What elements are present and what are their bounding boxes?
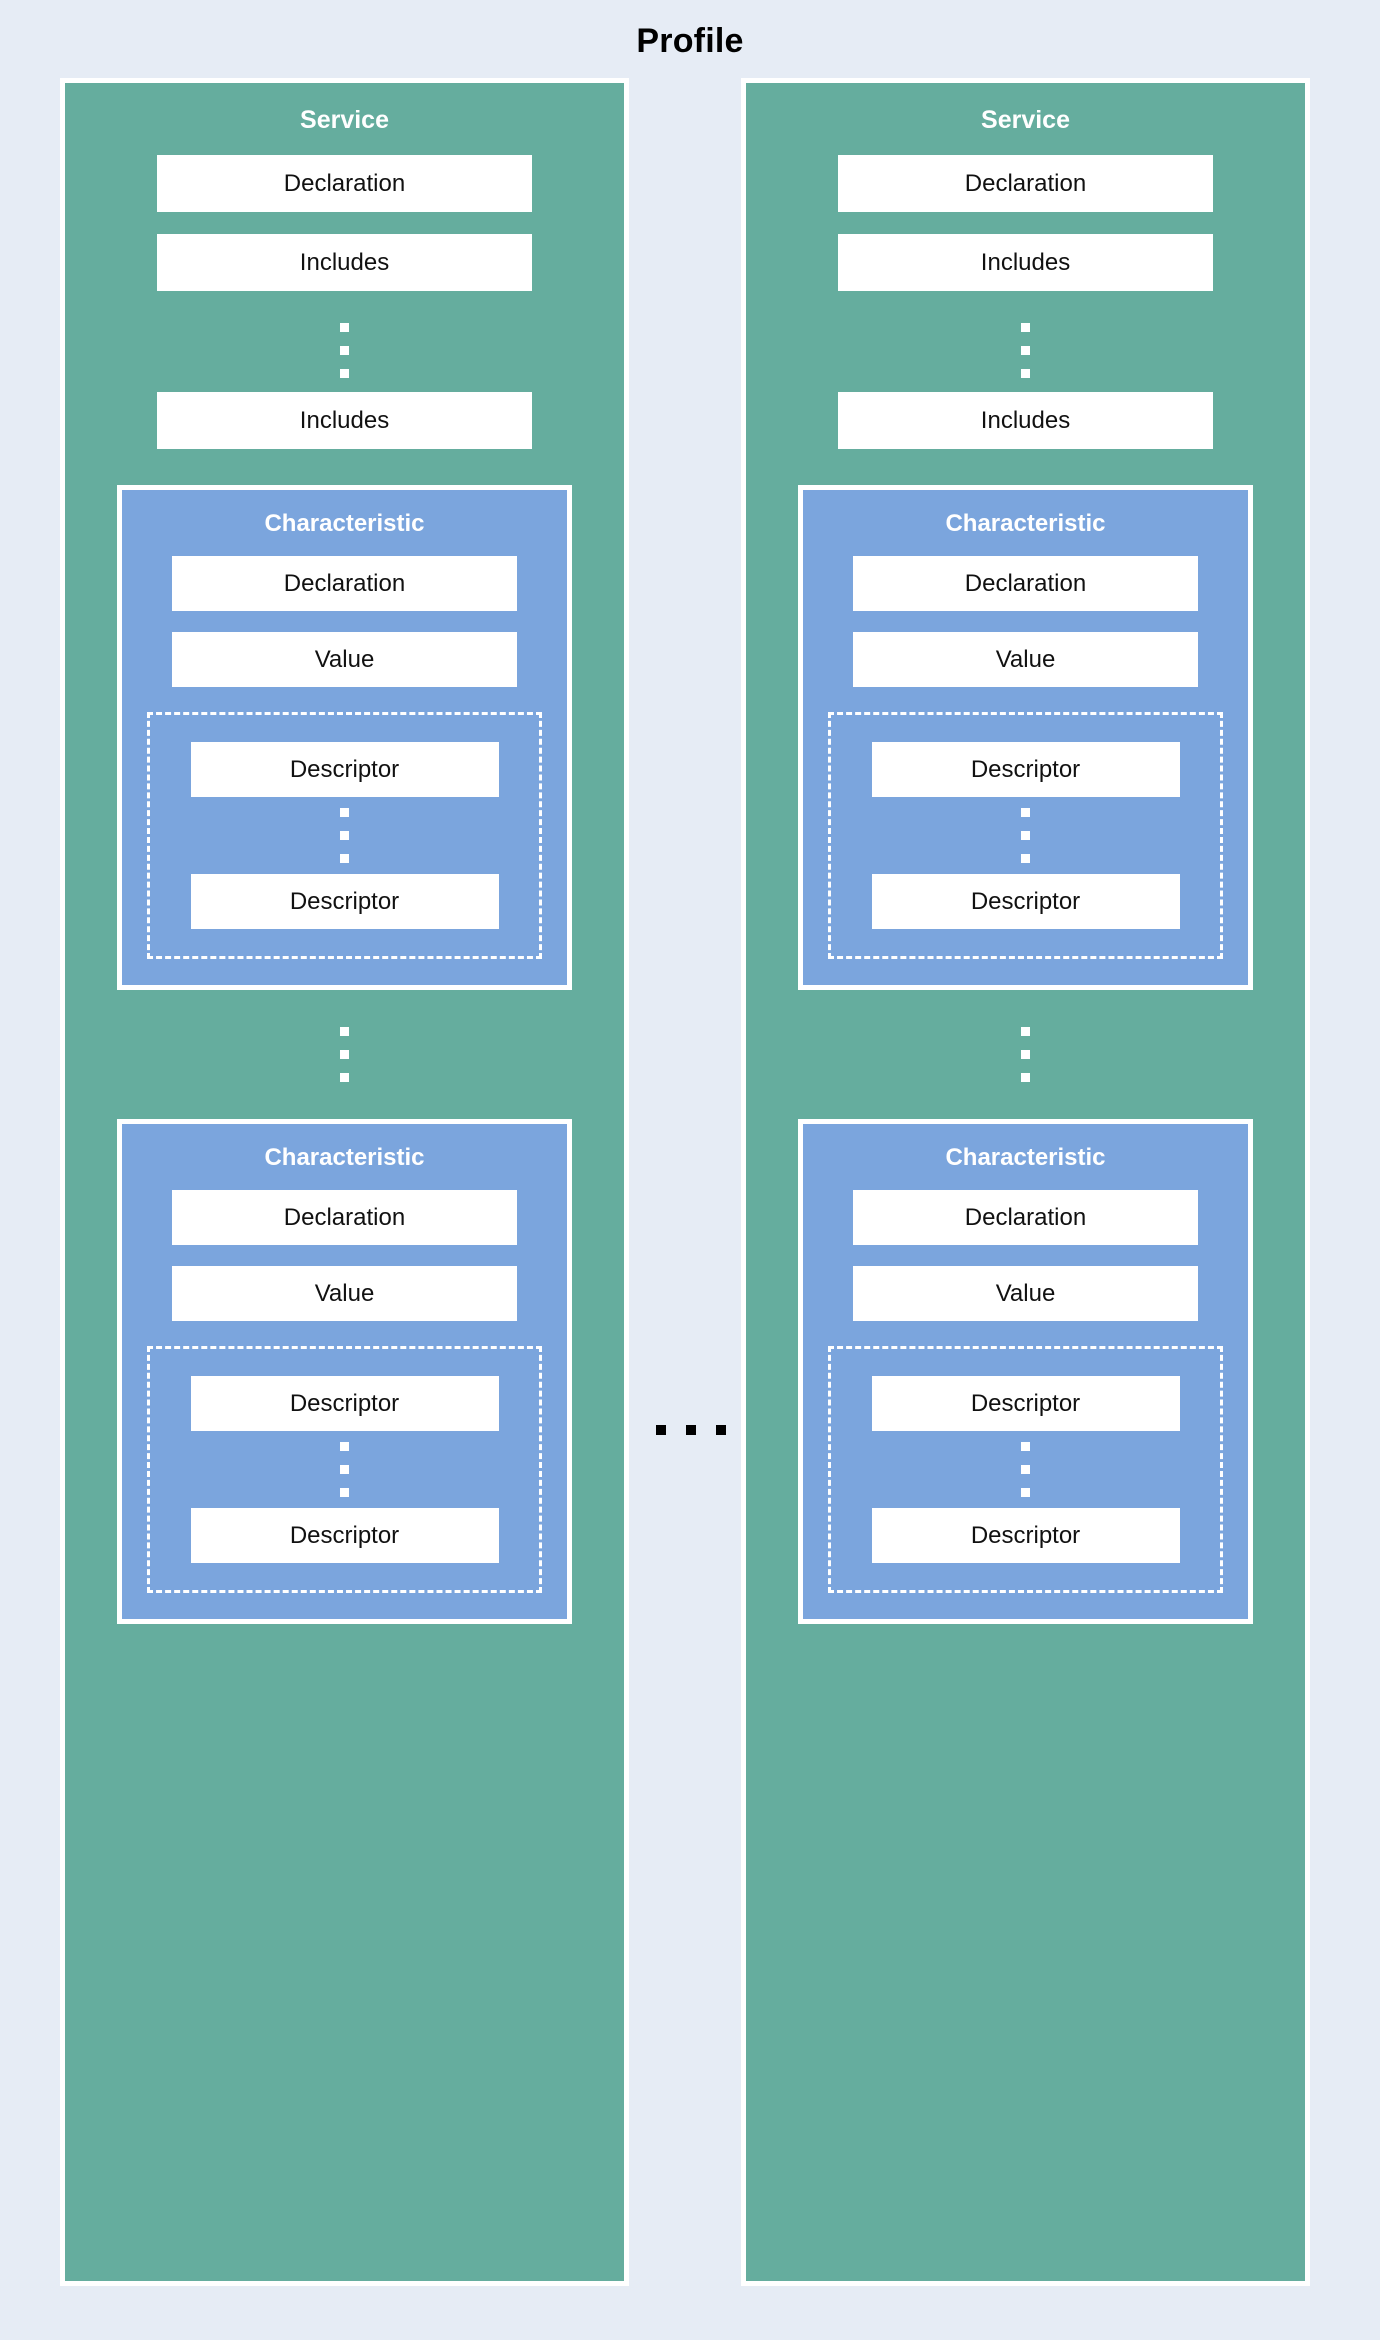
service-includes-box: Includes (838, 234, 1213, 291)
ellipsis-dot (340, 346, 349, 355)
ellipsis-dot (1021, 831, 1030, 840)
service-title: Service (981, 106, 1070, 134)
vertical-ellipsis-icon (340, 1020, 349, 1089)
vertical-ellipsis-icon (1021, 316, 1030, 385)
service-block: Service Declaration Includes Includes Ch… (60, 78, 629, 2286)
characteristic-block: Characteristic Declaration Value Descrip… (798, 1119, 1253, 1624)
page-title: Profile (636, 22, 744, 60)
characteristic-value-box: Value (853, 632, 1198, 687)
ellipsis-dot (340, 323, 349, 332)
characteristic-declaration-box: Declaration (853, 556, 1198, 611)
descriptor-group: Descriptor Descriptor (147, 712, 542, 959)
characteristic-declaration-box: Declaration (172, 1190, 517, 1245)
ellipsis-dot (340, 831, 349, 840)
descriptor-box: Descriptor (190, 742, 499, 797)
ellipsis-dot (340, 808, 349, 817)
vertical-ellipsis-icon (340, 316, 349, 385)
descriptor-box: Descriptor (871, 1508, 1180, 1563)
service-block: Service Declaration Includes Includes Ch… (741, 78, 1310, 2286)
ellipsis-dot (1021, 1442, 1030, 1451)
characteristic-value-box: Value (172, 632, 517, 687)
characteristic-block: Characteristic Declaration Value Descrip… (117, 1119, 572, 1624)
ellipsis-dot (340, 369, 349, 378)
service-declaration-box: Declaration (157, 155, 532, 212)
descriptor-group: Descriptor Descriptor (828, 1346, 1223, 1593)
ellipsis-dot (656, 1425, 666, 1435)
characteristic-declaration-box: Declaration (853, 1190, 1198, 1245)
ellipsis-dot (1021, 369, 1030, 378)
descriptor-box: Descriptor (190, 1508, 499, 1563)
ellipsis-dot (340, 1050, 349, 1059)
vertical-ellipsis-icon (1021, 1435, 1030, 1504)
vertical-ellipsis-icon (340, 801, 349, 870)
descriptor-box: Descriptor (190, 874, 499, 929)
ellipsis-dot (1021, 1488, 1030, 1497)
characteristic-title: Characteristic (945, 510, 1106, 537)
characteristic-value-box: Value (853, 1266, 1198, 1321)
ellipsis-dot (1021, 1050, 1030, 1059)
ellipsis-dot (686, 1425, 696, 1435)
service-columns: Service Declaration Includes Includes Ch… (0, 78, 1380, 2286)
ellipsis-dot (1021, 854, 1030, 863)
ellipsis-dot (340, 1073, 349, 1082)
ellipsis-dot (1021, 1073, 1030, 1082)
characteristic-value-box: Value (172, 1266, 517, 1321)
characteristic-block: Characteristic Declaration Value Descrip… (117, 485, 572, 990)
characteristic-title: Characteristic (945, 1144, 1106, 1171)
service-includes-box: Includes (838, 392, 1213, 449)
characteristic-title: Characteristic (264, 510, 425, 537)
ellipsis-dot (1021, 346, 1030, 355)
descriptor-box: Descriptor (871, 742, 1180, 797)
ellipsis-dot (340, 854, 349, 863)
ellipsis-dot (1021, 323, 1030, 332)
ellipsis-dot (340, 1488, 349, 1497)
characteristic-declaration-box: Declaration (172, 556, 517, 611)
service-title: Service (300, 106, 389, 134)
service-includes-box: Includes (157, 234, 532, 291)
service-declaration-box: Declaration (838, 155, 1213, 212)
descriptor-box: Descriptor (871, 874, 1180, 929)
descriptor-box: Descriptor (190, 1376, 499, 1431)
ellipsis-dot (1021, 1465, 1030, 1474)
vertical-ellipsis-icon (340, 1435, 349, 1504)
vertical-ellipsis-icon (1021, 801, 1030, 870)
ellipsis-dot (340, 1465, 349, 1474)
descriptor-group: Descriptor Descriptor (828, 712, 1223, 959)
service-includes-box: Includes (157, 392, 532, 449)
horizontal-ellipsis-icon (629, 1425, 753, 1435)
descriptor-box: Descriptor (871, 1376, 1180, 1431)
ellipsis-dot (716, 1425, 726, 1435)
characteristic-title: Characteristic (264, 1144, 425, 1171)
ellipsis-dot (1021, 1027, 1030, 1036)
descriptor-group: Descriptor Descriptor (147, 1346, 542, 1593)
ellipsis-dot (340, 1442, 349, 1451)
ellipsis-dot (1021, 808, 1030, 817)
characteristic-block: Characteristic Declaration Value Descrip… (798, 485, 1253, 990)
vertical-ellipsis-icon (1021, 1020, 1030, 1089)
ellipsis-dot (340, 1027, 349, 1036)
